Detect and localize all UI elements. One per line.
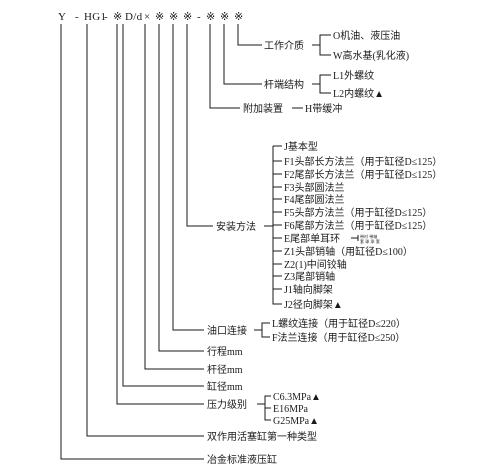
pressure-option: C6.3MPa▲: [273, 392, 321, 403]
code-part-type: HG1: [84, 11, 106, 23]
group-pressure: 压力级别 C6.3MPa▲ E16MPa G25MPa▲: [207, 392, 321, 427]
code-part-accessory: ※: [206, 11, 216, 23]
leader-rod-dia: [144, 24, 204, 370]
mounting-option: F6尾部方法兰（用于缸径D≤125）: [284, 219, 432, 232]
mounting-option: J2径向脚架▲: [284, 298, 343, 311]
medium-option: W高水基(乳化液): [333, 49, 409, 62]
mounting-option: Z1头部销轴（用缸径D≤100）: [284, 245, 413, 258]
pressure-title: 压力级别: [207, 398, 247, 411]
group-accessory: 附加装置 H带缓冲: [243, 102, 342, 115]
code-part-dash: -: [104, 11, 108, 23]
code-part-mount: ※: [183, 11, 193, 23]
mounting-option: Z3尾部销轴: [284, 270, 335, 283]
rod-end-option: L2内螺纹▲: [333, 87, 384, 100]
leader-standard: [60, 24, 204, 460]
rod-end-title: 杆端结构: [264, 78, 304, 91]
leader-pressure: [116, 24, 204, 405]
leader-mounting: [186, 24, 213, 227]
port-title: 油口连接: [207, 324, 247, 337]
mounting-option: J基本型: [284, 140, 318, 153]
code-part-port: ※: [169, 11, 179, 23]
ear-note-bracket: [351, 235, 359, 241]
code-part-pressure: ※: [113, 11, 123, 23]
group-rod-end: 杆端结构 L1外螺纹 L2内螺纹▲: [264, 69, 384, 100]
bracket-mounting-ticks: [273, 160, 282, 290]
bore-label: 缸径mm: [207, 380, 243, 393]
mounting-option: F2尾部长方法兰（用于缸径D≤125）: [284, 168, 442, 181]
mounting-title: 安装方法: [216, 220, 256, 233]
mounting-option: F4尾部圆法兰: [284, 193, 345, 206]
rod-end-option: L1外螺纹: [333, 69, 374, 82]
group-port: 油口连接 L螺纹连接（用于缸径D≤220） F法兰连接（用于缸径D≤250）: [207, 317, 406, 344]
leader-bore: [122, 24, 204, 387]
group-mounting: 安装方法 J基本型 F1头部长方法兰（用于缸径D≤125） F2尾部长方法兰（用…: [216, 140, 442, 311]
code-part-series: Y: [58, 11, 66, 23]
code-part-bore-rod: D/d: [125, 11, 143, 23]
medium-option: O机油、液压油: [333, 29, 400, 42]
code-part-dash: -: [197, 11, 201, 23]
ear-note: 套 球 承 套: [360, 238, 380, 244]
bracket-port: [254, 322, 270, 338]
standard-label: 冶金标准液压缸: [207, 453, 277, 466]
code-part-times: ×: [144, 11, 151, 23]
leader-type: [86, 24, 204, 437]
accessory-title: 附加装置: [243, 102, 283, 115]
port-option: L螺纹连接（用于缸径D≤220）: [272, 317, 406, 330]
code-part-rod-end: ※: [220, 11, 230, 23]
ear-note: 带衬 带轴: [360, 233, 377, 239]
accessory-option: H带缓冲: [305, 102, 342, 115]
bracket-pressure: [257, 395, 271, 421]
code-part-medium: ※: [234, 11, 244, 23]
mounting-option: E尾部单耳环: [284, 232, 340, 245]
bracket-rod-end: [312, 74, 331, 94]
mounting-option: F3头部圆法兰: [284, 181, 345, 194]
type-label: 双作用活塞缸第一种类型: [207, 430, 317, 443]
medium-title: 工作介质: [264, 40, 304, 52]
mounting-option: Z2(1)中间铰轴: [284, 258, 347, 271]
mounting-option: F1头部长方法兰（用于缸径D≤125）: [284, 155, 442, 168]
group-medium: 工作介质 O机油、液压油 W高水基(乳化液): [264, 29, 409, 62]
model-code: Y - HG1 - ※ D/d × ※ ※ ※ - ※ ※ ※: [58, 11, 244, 23]
mounting-option: J1轴向脚架: [284, 283, 333, 296]
bracket-medium: [312, 34, 331, 56]
code-part-dash: -: [75, 11, 79, 23]
code-part-stroke: ※: [155, 11, 165, 23]
port-option: F法兰连接（用于缸径D≤250）: [272, 331, 405, 344]
leader-stroke: [158, 24, 204, 352]
rod-diameter-label: 杆径mm: [207, 363, 243, 376]
stroke-label: 行程mm: [207, 345, 243, 358]
pressure-option: G25MPa▲: [273, 416, 319, 427]
leader-accessory: [209, 24, 240, 109]
leader-lines: [60, 24, 359, 460]
pressure-option: E16MPa: [273, 404, 309, 415]
leader-rod-end: [223, 24, 262, 85]
leader-port: [172, 24, 204, 331]
leader-medium: [237, 24, 262, 46]
mounting-option: F5头部方法兰（用于缸径D≤125）: [284, 206, 432, 219]
